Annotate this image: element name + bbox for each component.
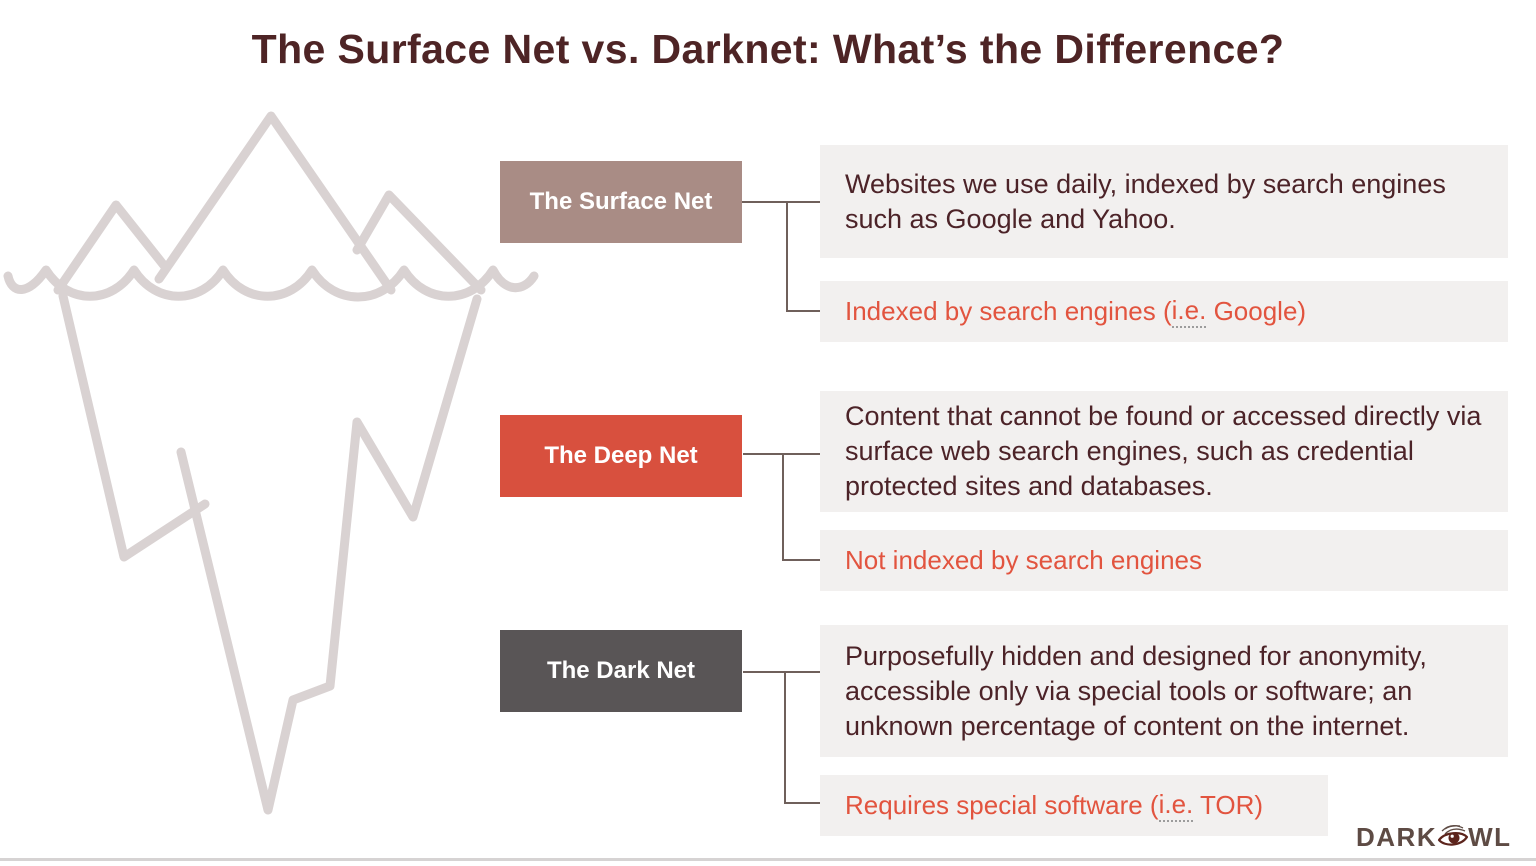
note-text: Google) <box>1206 296 1307 326</box>
dark-net-description-panel: Purposefully hidden and designed for ano… <box>820 625 1508 757</box>
iceberg-central-peak <box>154 111 396 295</box>
logo-text-dark: DARK <box>1356 821 1438 852</box>
note-text: Not indexed by search engines <box>845 545 1203 575</box>
iceberg-right-peak <box>352 190 486 295</box>
dark-net-note-panel: Requires special software (i.e. TOR) <box>820 775 1328 836</box>
note-text: Indexed by search engines ( <box>845 296 1172 326</box>
surface-net-label: The Surface Net <box>529 188 713 215</box>
deep-net-label: The Deep Net <box>544 442 698 469</box>
deep-net-label-box: The Deep Net <box>500 415 742 497</box>
logo-text-wl: WL <box>1468 821 1512 852</box>
dark-net-label-box: The Dark Net <box>500 630 742 712</box>
connector-surface <box>742 201 820 312</box>
surface-net-label-box: The Surface Net <box>500 161 742 243</box>
deep-net-description-panel: Content that cannot be found or accessed… <box>820 391 1508 512</box>
darkowl-logo: DARK WL <box>1356 820 1512 854</box>
deep-net-description: Content that cannot be found or accessed… <box>845 401 1482 501</box>
owl-eye-icon <box>1438 824 1469 846</box>
page-title: The Surface Net vs. Darknet: What’s the … <box>251 26 1285 72</box>
note-ie-abbrev: i.e. <box>1158 789 1194 822</box>
deep-net-note-panel: Not indexed by search engines <box>820 530 1508 591</box>
dark-net-label: The Dark Net <box>546 657 696 684</box>
connector-dark <box>743 671 820 804</box>
connector-deep <box>743 453 820 561</box>
note-text: Requires special software ( <box>845 790 1159 820</box>
note-ie-abbrev: i.e. <box>1171 295 1207 328</box>
slide-bottom-divider <box>0 858 1536 861</box>
dark-net-description: Purposefully hidden and designed for ano… <box>845 640 1427 741</box>
iceberg-underwater-left <box>58 291 210 562</box>
iceberg-underwater-body <box>176 294 482 815</box>
note-text: TOR) <box>1193 790 1264 820</box>
surface-net-note-panel: Indexed by search engines (i.e. Google) <box>820 281 1508 342</box>
surface-net-description: Websites we use daily, indexed by search… <box>845 168 1446 234</box>
iceberg-left-peak <box>53 200 171 295</box>
iceberg-outline-icon <box>3 111 539 815</box>
surface-net-description-panel: Websites we use daily, indexed by search… <box>820 145 1508 258</box>
waterline-waves-icon <box>3 265 539 302</box>
